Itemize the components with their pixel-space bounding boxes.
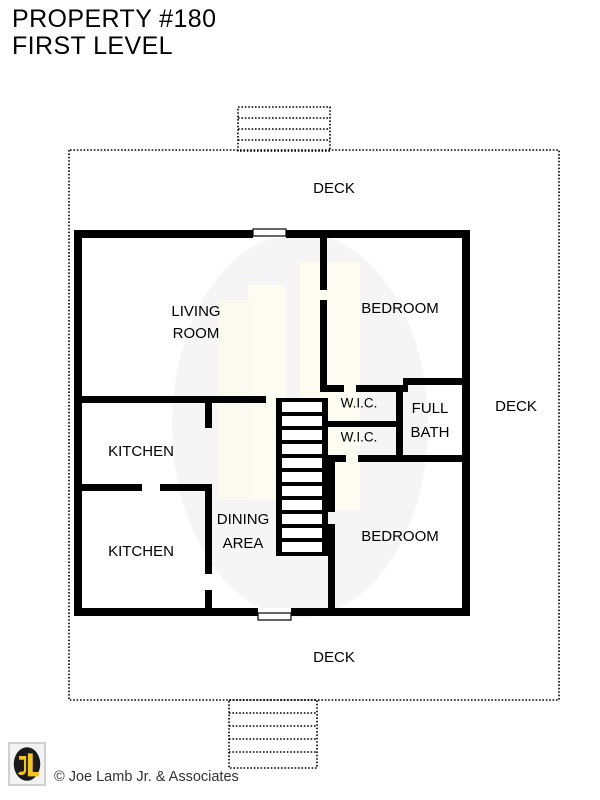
interior-walls — [74, 234, 463, 616]
deck-label-bottom: DECK — [313, 649, 355, 666]
interior-staircase — [276, 398, 328, 556]
copyright-text: © Joe Lamb Jr. & Associates — [54, 769, 239, 785]
room-label-living-room-line2: ROOM — [173, 325, 220, 342]
room-label-kitchen-lower: KITCHEN — [108, 543, 174, 560]
room-label-kitchen-upper: KITCHEN — [108, 443, 174, 460]
exterior-walls — [74, 230, 470, 616]
room-label-wic-lower: W.I.C. — [341, 430, 378, 445]
room-label-full-bath-line2: BATH — [411, 424, 450, 441]
room-label-wic-upper: W.I.C. — [341, 396, 378, 411]
exterior-stairs-bottom — [228, 699, 318, 769]
door-top — [252, 228, 287, 238]
exterior-stairs-top — [237, 106, 331, 152]
deck-label-top: DECK — [313, 180, 355, 197]
footer: © Joe Lamb Jr. & Associates — [8, 742, 239, 786]
title-line-level: FIRST LEVEL — [12, 31, 173, 60]
room-label-bedroom-upper: BEDROOM — [361, 300, 439, 317]
door-bottom — [257, 608, 292, 621]
room-label-bedroom-lower: BEDROOM — [361, 528, 439, 545]
room-label-dining-area-line1: DINING — [217, 511, 270, 528]
jl-logo-icon — [13, 747, 41, 781]
room-label-full-bath-line1: FULL — [412, 400, 449, 417]
title-line-property: PROPERTY #180 — [12, 5, 217, 33]
room-label-dining-area-line2: AREA — [223, 535, 264, 552]
room-label-living-room-line1: LIVING — [171, 303, 220, 320]
page-title: PROPERTY #180 FIRST LEVEL — [12, 6, 216, 59]
deck-label-right: DECK — [495, 398, 537, 415]
company-logo — [8, 742, 46, 786]
